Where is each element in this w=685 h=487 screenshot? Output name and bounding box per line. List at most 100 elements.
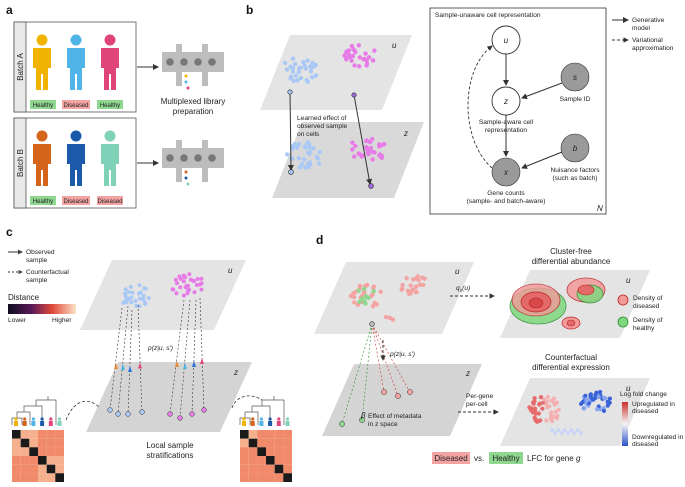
bottom-healthy: Healthy bbox=[492, 454, 519, 463]
heatmap-cell bbox=[283, 438, 292, 448]
cell-dot bbox=[352, 63, 357, 68]
cell-dot bbox=[363, 293, 368, 299]
heatmap-cell bbox=[274, 456, 284, 465]
cell-dot bbox=[404, 276, 409, 281]
heatmap-cell bbox=[55, 438, 64, 448]
panel-d: u z p(z|u, s') β Effect of metadata in z… bbox=[314, 247, 684, 464]
cell-dot bbox=[596, 394, 601, 399]
cell-dot bbox=[352, 154, 357, 159]
heatmap-cell bbox=[20, 464, 30, 474]
latent-u-label: u bbox=[228, 266, 233, 275]
density-contours bbox=[509, 277, 606, 330]
person-icon bbox=[259, 417, 263, 421]
cell-dot bbox=[372, 300, 377, 306]
heatmap-cell bbox=[20, 447, 30, 456]
cell-dot bbox=[138, 290, 143, 295]
q-label: qs(u) bbox=[456, 285, 470, 294]
heatmap-left bbox=[11, 396, 64, 482]
cell-dot bbox=[416, 277, 421, 283]
cell-dot bbox=[420, 275, 425, 280]
cell-dot bbox=[590, 397, 595, 402]
node-b-label: b bbox=[573, 144, 578, 153]
cell-dot bbox=[350, 53, 356, 59]
cell-dot bbox=[349, 58, 354, 63]
person-icon bbox=[251, 417, 255, 421]
cell-dot bbox=[187, 272, 192, 277]
cell-dot bbox=[418, 282, 423, 287]
downregulated-label: Downregulated in bbox=[632, 434, 684, 441]
counterfactual-ray bbox=[169, 299, 185, 415]
tag-healthy: Healthy bbox=[100, 103, 120, 109]
heatmap-cell bbox=[240, 430, 249, 439]
cell-dot bbox=[296, 69, 302, 75]
person-icon bbox=[57, 417, 62, 421]
person-icon bbox=[67, 130, 85, 186]
heatmap-cell bbox=[257, 456, 266, 465]
heatmap-cell bbox=[274, 473, 284, 482]
cell-dot bbox=[399, 287, 404, 292]
heatmap-cell bbox=[12, 438, 21, 448]
distance-title: Distance bbox=[8, 293, 40, 302]
cell-dot bbox=[532, 415, 537, 420]
sample-marker bbox=[175, 361, 179, 367]
cell-dot bbox=[293, 73, 299, 78]
node-x-label: x bbox=[503, 168, 509, 177]
person-body bbox=[14, 421, 18, 426]
heatmap-cell bbox=[12, 430, 21, 439]
heatmap-cell bbox=[240, 464, 249, 474]
cell-dot bbox=[316, 161, 322, 166]
cell-dot bbox=[185, 291, 190, 296]
cell-dot bbox=[298, 65, 303, 70]
cell-dot bbox=[533, 411, 538, 416]
nuisance-label: Nuisance factors bbox=[550, 167, 600, 174]
heatmap-cell bbox=[29, 464, 38, 474]
cell-dot bbox=[582, 406, 587, 411]
cell-dot bbox=[178, 276, 183, 281]
person-body bbox=[285, 421, 290, 426]
learned-effect-label-2: observed sample bbox=[297, 123, 348, 130]
cell-dot bbox=[544, 418, 549, 423]
cell-dot bbox=[359, 296, 365, 301]
cell-dot bbox=[134, 304, 139, 308]
microfluidic-chip bbox=[162, 44, 224, 90]
latent-u-label: u bbox=[626, 384, 631, 393]
cell-dot bbox=[527, 405, 532, 410]
cell-dot bbox=[583, 393, 588, 398]
cell-dot bbox=[408, 283, 413, 288]
heatmap-cell bbox=[46, 438, 56, 448]
latent-u-label: u bbox=[455, 267, 460, 276]
cell-dot bbox=[137, 304, 142, 309]
tag-healthy: Healthy bbox=[33, 103, 53, 109]
person-icon bbox=[23, 417, 27, 421]
heatmap-cell bbox=[38, 456, 47, 465]
heatmap-cell bbox=[240, 447, 249, 456]
heatmap-cell bbox=[283, 473, 292, 482]
panel-label-d: d bbox=[316, 233, 323, 247]
per-gene-label-2: per-cell bbox=[466, 401, 488, 408]
latent-z-label: z bbox=[465, 369, 470, 378]
heatmap-cell bbox=[257, 447, 266, 456]
legend-density-diseased: Density of bbox=[633, 295, 662, 302]
heatmap-cell bbox=[283, 464, 292, 474]
cell-dot bbox=[171, 287, 176, 292]
distance-higher: Higher bbox=[52, 317, 72, 324]
gene-counts-label-2: (sample- and batch-aware) bbox=[467, 198, 546, 205]
cell-dot bbox=[350, 147, 355, 152]
cell-dot bbox=[313, 73, 319, 78]
cell-dot bbox=[556, 428, 561, 432]
heatmap-cell bbox=[266, 438, 275, 448]
cell-dot bbox=[594, 390, 599, 395]
cell-dot bbox=[142, 300, 147, 305]
heatmap-cell bbox=[20, 430, 30, 439]
library-prep-label: Multiplexed library bbox=[161, 97, 225, 106]
heatmap-cell bbox=[248, 473, 258, 482]
cell-dot bbox=[146, 296, 151, 301]
nuisance-label-2: (such as batch) bbox=[552, 175, 597, 182]
node-s-label: s bbox=[573, 73, 577, 82]
cell-dot bbox=[296, 142, 302, 147]
cell-dot bbox=[363, 51, 368, 56]
heatmap-cell bbox=[29, 447, 38, 456]
cell-dot bbox=[595, 407, 600, 412]
panel-b: u z Learned effect of observed sample on… bbox=[260, 7, 674, 215]
cell-dot bbox=[357, 299, 362, 304]
